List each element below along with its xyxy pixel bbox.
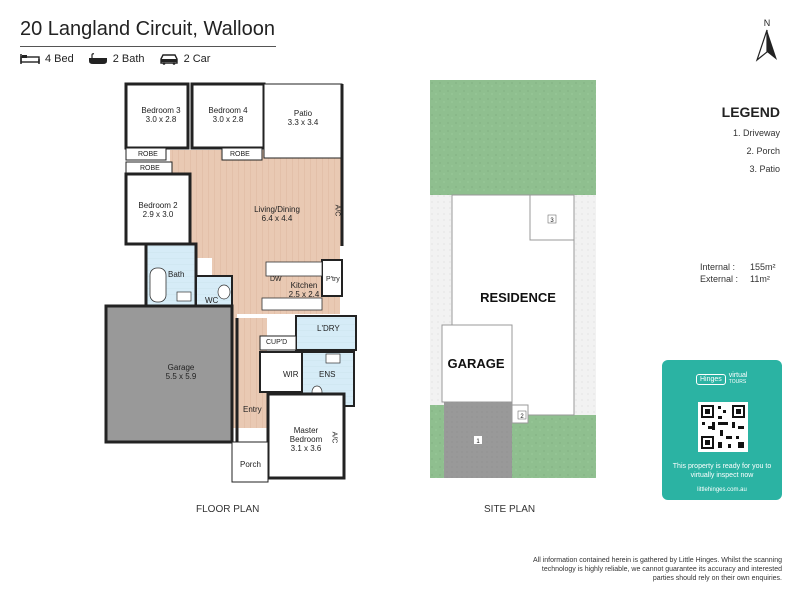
wc-label: WC (205, 296, 219, 305)
bedroom2-room (124, 172, 192, 246)
master-bedroom-room (266, 392, 346, 480)
legend-item-patio: 3. Patio (749, 164, 780, 174)
bedroom3-room (124, 82, 190, 150)
porch-label: Porch (240, 460, 261, 469)
bathtub (149, 267, 167, 303)
ac-label-living: A/C (333, 204, 341, 217)
feature-cars-label: 2 Car (183, 53, 211, 65)
porch-room (231, 441, 269, 483)
marker-3: 3 (550, 218, 554, 224)
bedroom4-room (190, 82, 266, 150)
title-divider (20, 46, 276, 47)
feature-list: 4 Bed 2 Bath 2 Car (20, 53, 210, 65)
robe-label-2: ROBE (230, 151, 250, 158)
feature-beds: 4 Bed (20, 53, 74, 65)
ac-label-master: A/C (330, 431, 338, 444)
bed-icon (20, 54, 40, 64)
kitchen-island (265, 261, 323, 277)
garage-room (104, 304, 234, 444)
ensuite-basin (325, 353, 341, 364)
cupboard (259, 335, 297, 351)
cupboard-label: CUP'D (266, 339, 288, 346)
kitchen-bench (261, 297, 323, 311)
bath-basin (176, 291, 192, 302)
feature-beds-label: 4 Bed (45, 53, 74, 65)
north-label: N (763, 18, 771, 28)
feature-cars: 2 Car (159, 53, 211, 65)
marker-2: 2 (520, 414, 524, 420)
pantry-room (321, 259, 343, 297)
qr-code-icon (698, 402, 748, 452)
garage-outline (441, 324, 513, 403)
marker-2-box (517, 410, 527, 420)
area-summary: Internal : 155m² External : 11m² (700, 261, 776, 285)
property-address: 20 Langland Circuit, Walloon (20, 18, 275, 40)
wir-label: WIR (283, 370, 299, 379)
laundry-room (295, 315, 357, 351)
ensuite-label: ENS (319, 370, 336, 379)
external-area-value: 11m² (750, 274, 770, 284)
car-icon (159, 54, 178, 65)
floor-plan-drawing (104, 82, 357, 483)
disclaimer-text: All information contained herein is gath… (532, 557, 782, 582)
residence-label: RESIDENCE (480, 290, 556, 305)
legend-title: LEGEND (721, 104, 780, 120)
robe-label-1: ROBE (138, 151, 158, 158)
dw-label: DW (270, 276, 282, 283)
wc-toilet (217, 284, 231, 300)
robe-strip-3 (125, 147, 167, 161)
floor-plan-caption: FLOOR PLAN (196, 504, 260, 515)
internal-area-label: Internal : (700, 262, 736, 272)
marker-1-box (474, 436, 482, 444)
north-arrow-icon (755, 29, 777, 62)
internal-area-value: 155m² (750, 262, 776, 272)
feature-baths: 2 Bath (88, 53, 145, 65)
legend-item-driveway: 1. Driveway (732, 128, 780, 138)
legend-list: 1. Driveway 2. Porch 3. Patio (733, 124, 780, 178)
north-arrow: N (752, 18, 782, 68)
site-plan-drawing: RESIDENCE GARAGE 1 2 3 (430, 80, 596, 478)
garage-site-label: GARAGE (447, 356, 504, 371)
site-side-path-right (574, 195, 596, 415)
entry-label: Entry (243, 405, 262, 414)
tour-card-url[interactable]: littlehinges.com.au (697, 487, 747, 493)
patio-room (263, 83, 343, 159)
bath-icon (88, 53, 107, 64)
marker-3-box (547, 214, 557, 224)
pantry-label: P'try (326, 276, 340, 283)
legend-item-porch: 2. Porch (746, 146, 780, 156)
marker-1: 1 (476, 439, 480, 445)
feature-baths-label: 2 Bath (112, 53, 145, 65)
tour-brand-name: Hinges (696, 373, 726, 385)
robe-label-3: ROBE (140, 165, 160, 172)
robe-strip-4 (221, 147, 263, 161)
tour-card-text: This property is ready for you to virtua… (672, 463, 772, 479)
external-area-label: External : (700, 274, 739, 284)
site-plan-caption: SITE PLAN (484, 504, 536, 515)
bath-label: Bath (168, 270, 185, 279)
laundry-label: L'DRY (317, 324, 340, 333)
living-dining-floor (170, 150, 342, 483)
